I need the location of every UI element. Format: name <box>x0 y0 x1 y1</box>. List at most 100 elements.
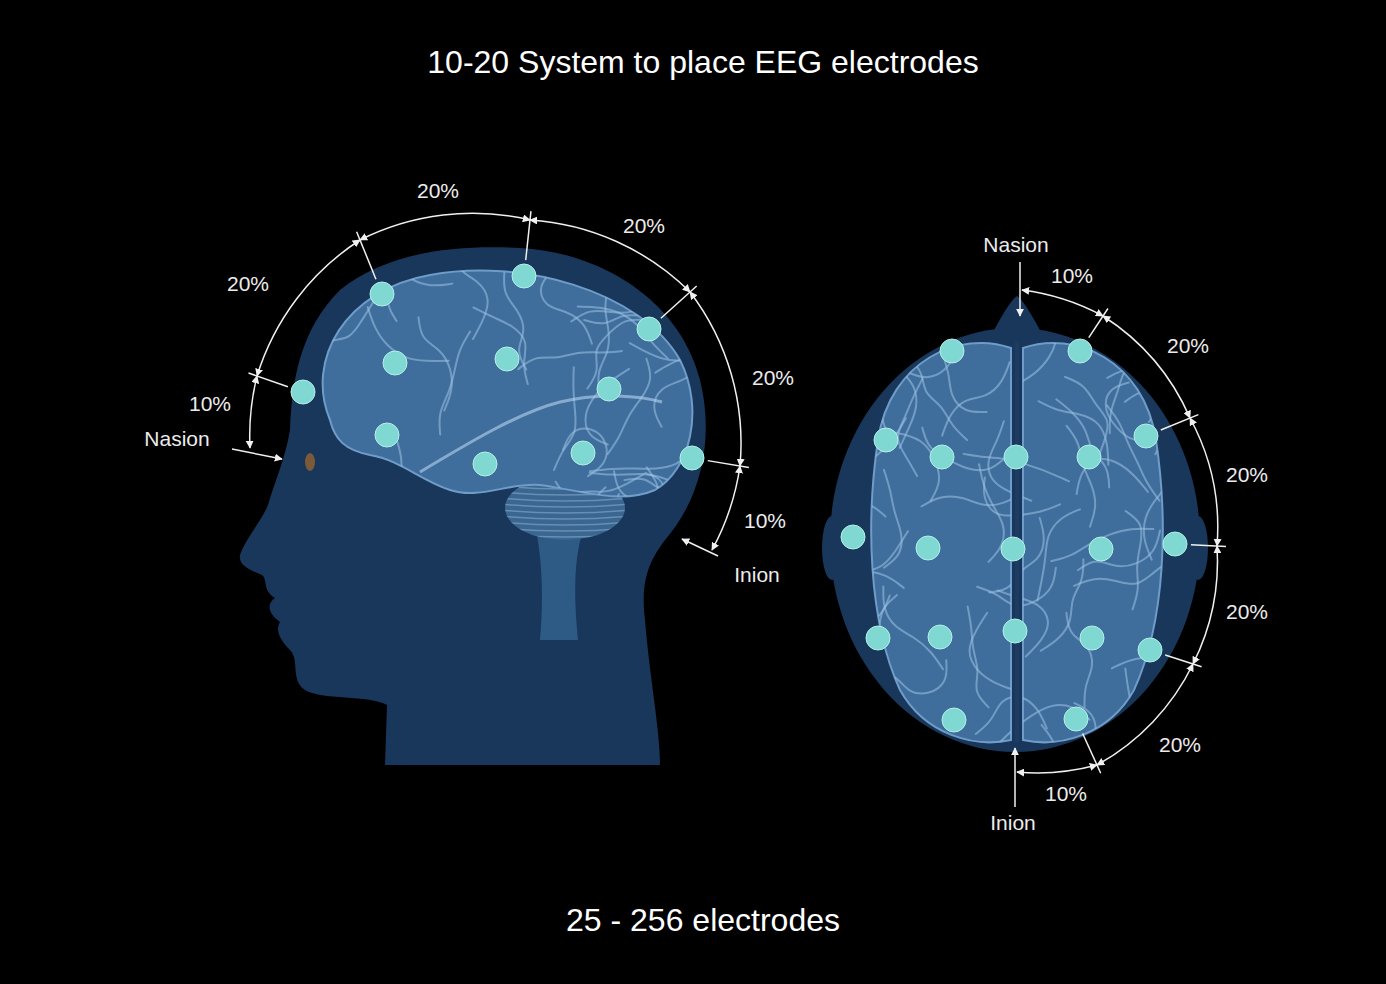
tick-line <box>248 373 287 387</box>
brain-gyrus <box>630 343 718 395</box>
tick-line <box>661 286 697 318</box>
brain-gyrus <box>578 307 668 359</box>
brain-gyrus <box>906 312 974 377</box>
brain-gyrus <box>388 266 454 321</box>
electrode <box>1134 424 1158 448</box>
electrode <box>841 525 865 549</box>
electrode <box>495 347 519 371</box>
dimension-label: 10% <box>744 509 786 533</box>
pointer-arrow <box>682 539 718 556</box>
brain-gyrus <box>1042 725 1061 826</box>
dimension-label: 20% <box>1226 463 1268 487</box>
brain-gyrus <box>368 307 449 361</box>
brain-gyrus <box>541 270 592 343</box>
brain-gyrus <box>898 379 922 476</box>
brain-gyrus <box>614 471 681 506</box>
brain-gyrus <box>997 590 1048 656</box>
electrode <box>866 626 890 650</box>
dimension-label: 20% <box>623 214 665 238</box>
brain-gyrus <box>398 229 453 286</box>
brain-gyrus <box>655 347 759 373</box>
brain-gyrus <box>262 206 349 266</box>
dimension-label: 20% <box>752 366 794 390</box>
brain-gyrus <box>318 481 327 587</box>
brain-gyrus <box>1016 295 1056 385</box>
brain-gyrus <box>861 644 898 716</box>
pointer-arrow <box>1019 262 1021 316</box>
cerebellum-fold <box>500 522 630 525</box>
electrode <box>512 264 536 288</box>
electrode <box>942 708 966 732</box>
brain-gyrus <box>862 595 897 690</box>
brain-gyrus <box>590 473 665 511</box>
tick-line <box>357 232 376 280</box>
brain-gyrus <box>1067 426 1096 527</box>
dimension-arc <box>1022 290 1103 316</box>
dimension-label: 20% <box>1167 334 1209 358</box>
brain-gyrus <box>395 435 433 530</box>
electrode <box>370 282 394 306</box>
lateral-fissure <box>420 396 662 472</box>
brain-gyrus <box>624 479 721 509</box>
brain-gyrus <box>823 595 890 664</box>
electrode <box>597 377 621 401</box>
dimension-label: 20% <box>417 179 459 203</box>
electrode <box>1004 445 1028 469</box>
dimension-arc <box>690 292 741 466</box>
dimension-arc <box>1190 418 1218 546</box>
head-outline <box>830 328 1200 752</box>
brain-gyrus <box>608 359 651 455</box>
tick-line <box>1083 734 1101 774</box>
dimension-arc <box>712 466 740 550</box>
brain-gyrus <box>586 369 630 445</box>
brain-gyrus <box>942 362 1010 436</box>
dimension-label: Nasion <box>144 427 209 451</box>
brain-gyrus <box>1149 358 1185 422</box>
cerebellum-fold <box>500 534 630 537</box>
brain-gyrus <box>419 317 452 410</box>
electrode <box>375 423 399 447</box>
brain-gyrus <box>440 332 471 435</box>
brain-gyrus <box>822 418 906 467</box>
tick-line <box>526 211 531 260</box>
dimension-arc <box>250 376 257 448</box>
electrode <box>1064 707 1088 731</box>
measurement-lines <box>232 211 1226 807</box>
cerebellum-fold <box>500 504 630 507</box>
tick-line <box>1191 545 1226 547</box>
dimension-label: 20% <box>227 272 269 296</box>
side-view <box>240 187 760 765</box>
dimension-label: 10% <box>1045 782 1087 806</box>
caption: 25 - 256 electrodes <box>566 902 840 939</box>
electrode <box>1003 619 1027 643</box>
electrode <box>940 339 964 363</box>
cerebellum-fold <box>500 516 630 519</box>
electrode <box>1077 445 1101 469</box>
brain-gyrus <box>827 503 885 559</box>
brain-gyrus <box>1078 530 1160 570</box>
brain-gyrus <box>563 429 607 476</box>
dimension-label: 10% <box>189 392 231 416</box>
dimension-arc <box>257 240 360 376</box>
dimension-label: 10% <box>1051 264 1093 288</box>
electrode <box>928 625 952 649</box>
tick-line <box>708 461 749 468</box>
electrode <box>930 445 954 469</box>
electrode <box>473 452 497 476</box>
tick-line <box>1165 655 1201 667</box>
brain-gyrus <box>556 482 594 572</box>
electrode <box>1089 537 1113 561</box>
top-view <box>812 251 1215 826</box>
cerebellum-fold <box>500 540 630 543</box>
electrode <box>291 380 315 404</box>
brain-gyrus <box>654 353 713 427</box>
dimension-label: Inion <box>734 563 780 587</box>
head-silhouette <box>240 247 706 765</box>
brain-gyrus <box>474 307 528 384</box>
cerebellum-fold <box>500 528 630 531</box>
dimension-label: 20% <box>1226 600 1268 624</box>
brain-gyrus <box>453 250 487 339</box>
dimension-arc <box>1017 765 1097 773</box>
brain-gyrus <box>979 464 1004 562</box>
electrode <box>680 446 704 470</box>
